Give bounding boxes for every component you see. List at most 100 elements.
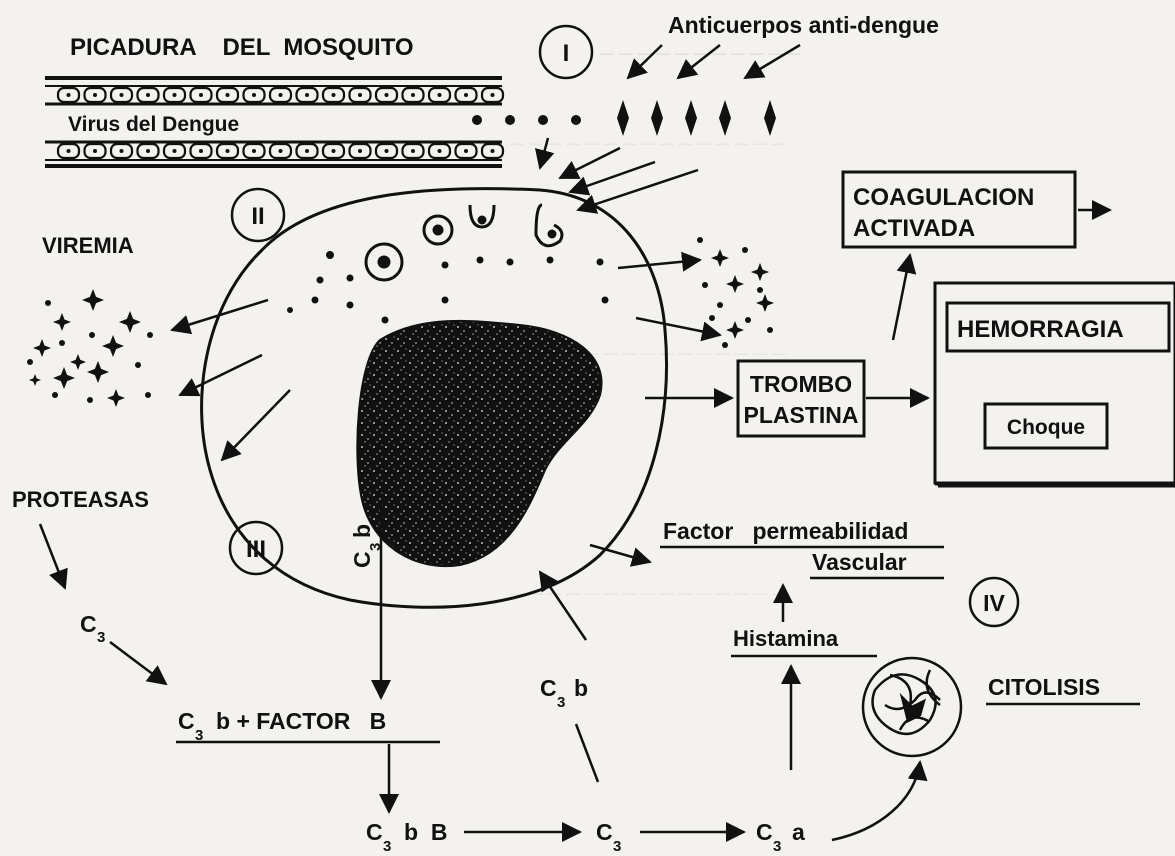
thrombo-label-2: PLASTINA bbox=[744, 402, 859, 428]
viral-dot bbox=[135, 362, 141, 368]
virus-cell-dot bbox=[438, 149, 442, 153]
c3bB-sub: 3 bbox=[383, 838, 391, 855]
c3-top-sub: 3 bbox=[97, 629, 105, 646]
viral-particle bbox=[107, 389, 125, 407]
virus-cell-dot bbox=[67, 149, 71, 153]
c3b-right-sub: 3 bbox=[557, 694, 565, 711]
viral-dot bbox=[89, 332, 95, 338]
virus-strip-top bbox=[45, 78, 503, 104]
c3b-to-cell-arrow bbox=[540, 572, 586, 640]
svg-text:─ ─ ─ ─ ─ ─ ─ ─ ─ ─ ─ ─ ─ ─ ─: ─ ─ ─ ─ ─ ─ ─ ─ ─ ─ ─ ─ ─ ─ ─ bbox=[509, 134, 786, 155]
coagulation-box: COAGULACION ACTIVADA bbox=[843, 172, 1075, 247]
viremia-particles bbox=[27, 289, 153, 407]
c3-bottom: C 3 bbox=[596, 819, 621, 855]
virus-cell-dot bbox=[173, 93, 177, 97]
hemorrhage-label: HEMORRAGIA bbox=[957, 316, 1124, 343]
c3b-right-c: C bbox=[540, 675, 557, 701]
virus-cell-dot bbox=[279, 149, 283, 153]
c3b-factor-b-c: C bbox=[178, 708, 195, 734]
viral-dot bbox=[745, 317, 751, 323]
c3-bottom-c: C bbox=[596, 819, 613, 845]
viral-particle bbox=[70, 354, 86, 370]
virus-cell-dot bbox=[199, 93, 203, 97]
viremia-arrows bbox=[172, 300, 290, 460]
c3b-factor-b: C 3 b + FACTOR B bbox=[176, 708, 440, 744]
virus-cell-dot bbox=[226, 149, 230, 153]
perm-factor-label-2: Vascular bbox=[812, 549, 907, 575]
virus-cell-dot bbox=[120, 149, 124, 153]
viral-particle bbox=[711, 249, 729, 267]
viral-dot bbox=[59, 340, 65, 346]
viral-dot bbox=[52, 392, 58, 398]
dengue-virus-label: Virus del Dengue bbox=[68, 113, 239, 136]
virus-cell-dot bbox=[411, 93, 415, 97]
c3b-vertical-label: C bbox=[349, 551, 375, 568]
released-particles bbox=[697, 237, 774, 348]
virus-cell-dot bbox=[67, 93, 71, 97]
viral-dot bbox=[147, 332, 153, 338]
histamine-label: Histamina bbox=[733, 626, 839, 651]
viral-dot bbox=[45, 300, 51, 306]
virus-cell-dot bbox=[146, 93, 150, 97]
cell-nucleus bbox=[357, 321, 601, 566]
stage-IV: IV bbox=[970, 578, 1018, 626]
viral-dot bbox=[767, 327, 773, 333]
viral-dot bbox=[87, 397, 93, 403]
coagulation-label-2: ACTIVADA bbox=[853, 215, 975, 242]
macrophage-cell bbox=[202, 189, 667, 608]
stage-I: I bbox=[540, 26, 592, 78]
release-arrows bbox=[618, 260, 720, 335]
viral-dot bbox=[717, 302, 723, 308]
virus-cell-dot bbox=[120, 93, 124, 97]
vacuoles bbox=[366, 205, 562, 280]
c3a-a: a bbox=[792, 819, 805, 845]
viral-particle bbox=[53, 313, 71, 331]
lysed-cell bbox=[863, 658, 961, 756]
viral-dot bbox=[709, 315, 715, 321]
viral-particle bbox=[33, 339, 51, 357]
c3-top-label: C bbox=[80, 611, 97, 637]
shock-label: Choque bbox=[1007, 416, 1085, 439]
thrombo-label-1: TROMBO bbox=[750, 371, 852, 397]
c3-to-c3b-line bbox=[576, 724, 598, 782]
viral-dot bbox=[742, 247, 748, 253]
proteases-label: PROTEASAS bbox=[12, 487, 149, 512]
viral-particle bbox=[102, 335, 124, 357]
viral-dot bbox=[145, 392, 151, 398]
viral-particle bbox=[726, 321, 744, 339]
virus-particles bbox=[472, 115, 581, 125]
virus-cell-dot bbox=[93, 93, 97, 97]
c3b-right-b: b bbox=[574, 675, 588, 701]
viral-particle bbox=[82, 289, 104, 311]
virus-cell-dot bbox=[252, 93, 256, 97]
virus-cell-dot bbox=[252, 149, 256, 153]
virus-cell-dot bbox=[199, 149, 203, 153]
virus-cell-dot bbox=[332, 149, 336, 153]
virus-cell-dot bbox=[93, 149, 97, 153]
c3b-vertical-b: b bbox=[349, 524, 375, 538]
virus-cell-dot bbox=[438, 93, 442, 97]
viral-particle bbox=[87, 361, 109, 383]
viral-particle bbox=[756, 294, 774, 312]
viral-particle bbox=[119, 311, 141, 333]
virus-cell-dot bbox=[385, 93, 389, 97]
virus-cell-dot bbox=[464, 149, 468, 153]
virus-cell-dot bbox=[358, 149, 362, 153]
viral-dot bbox=[697, 237, 703, 243]
viremia-label: VIREMIA bbox=[42, 233, 134, 258]
cell-granules bbox=[287, 251, 609, 324]
mosquito-bite-title: PICADURA DEL MOSQUITO bbox=[70, 34, 414, 61]
c3a-to-cytolysis-arrow bbox=[832, 762, 920, 840]
virus-cell-dot bbox=[385, 149, 389, 153]
antibodies-label: Anticuerpos anti-dengue bbox=[668, 12, 939, 38]
stage-IV-label: IV bbox=[983, 590, 1005, 616]
c3-top: C 3 bbox=[80, 611, 105, 646]
viral-dot bbox=[722, 342, 728, 348]
virus-cell-dot bbox=[411, 149, 415, 153]
c3-to-complex-arrow bbox=[110, 642, 166, 684]
virus-cell-dot bbox=[305, 93, 309, 97]
c3-bottom-sub: 3 bbox=[613, 838, 621, 855]
perm-factor-label-1: Factor permeabilidad bbox=[663, 518, 908, 544]
viral-particle bbox=[751, 263, 769, 281]
